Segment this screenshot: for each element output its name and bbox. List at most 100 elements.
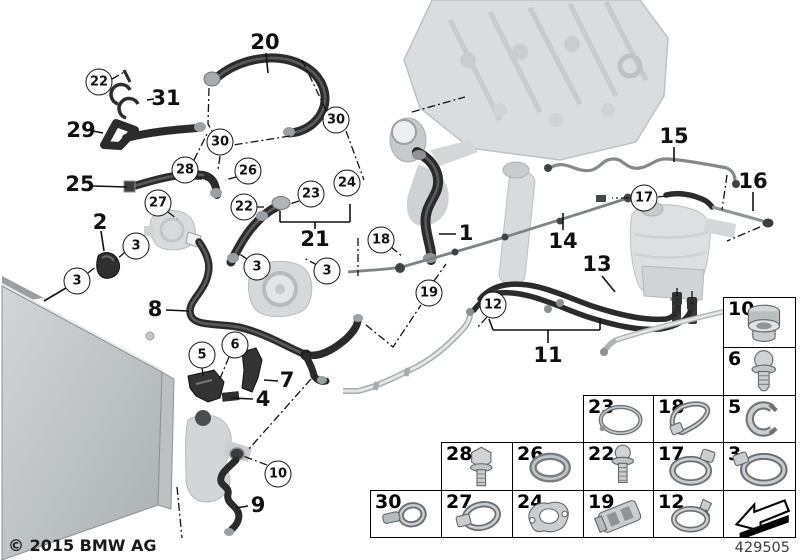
copyright-notice: © 2015 BMW AG: [8, 536, 157, 555]
arrow-bottom-left-icon: [735, 499, 790, 537]
hose-8: [185, 231, 363, 385]
callout-label-4[interactable]: 4: [255, 387, 271, 411]
callout-label-14[interactable]: 14: [548, 229, 578, 253]
oring-thin-icon: [584, 396, 653, 442]
callout-circle-22[interactable]: 22: [85, 68, 113, 96]
callout-circle-3[interactable]: 3: [313, 257, 341, 285]
bracket-7: [241, 347, 263, 393]
grid-cell-number: 28: [446, 443, 473, 465]
hose-17-pipe-16: [596, 190, 774, 228]
callout-circle-30[interactable]: 30: [206, 128, 234, 156]
grid-cell-number: 6: [728, 348, 742, 370]
worm-clamp-angled-icon: [442, 491, 512, 537]
spring-clamp-icon: [371, 491, 441, 537]
hose-elbow-2: [96, 252, 121, 279]
callout-circle-6[interactable]: 6: [221, 331, 249, 359]
grid-cell-direction-arrow[interactable]: [723, 490, 796, 538]
callout-label-1[interactable]: 1: [458, 221, 474, 245]
label-lines: [43, 52, 754, 509]
callout-circle-18[interactable]: 18: [367, 226, 395, 254]
grid-cell-27[interactable]: 27: [441, 490, 513, 538]
callout-circle-3[interactable]: 3: [63, 267, 91, 295]
grid-cell-number: 22: [588, 443, 615, 465]
leader-lines: [87, 59, 761, 539]
callout-label-15[interactable]: 15: [659, 124, 689, 148]
document-number: 429505: [734, 540, 790, 556]
hose-9: [217, 447, 245, 536]
callout-label-7[interactable]: 7: [279, 368, 295, 392]
grid-cell-12[interactable]: 12: [653, 490, 724, 538]
callout-circle-17[interactable]: 17: [630, 184, 658, 212]
bracket-4: [221, 391, 240, 402]
hose-25: [123, 170, 222, 199]
hose-20: [203, 53, 330, 138]
callout-circle-5[interactable]: 5: [188, 341, 216, 369]
callout-circle-26[interactable]: 26: [234, 157, 262, 185]
grid-cell-26[interactable]: 26: [512, 442, 584, 491]
grid-cell-3[interactable]: 3: [723, 442, 796, 491]
callout-circle-28[interactable]: 28: [171, 156, 199, 184]
callout-circle-19[interactable]: 19: [415, 279, 443, 307]
callout-label-16[interactable]: 16: [738, 169, 768, 193]
callout-circle-12[interactable]: 12: [479, 291, 507, 319]
callout-label-29[interactable]: 29: [66, 118, 96, 142]
grid-cell-number: 30: [375, 491, 402, 513]
grid-cell-19[interactable]: 19: [583, 490, 654, 538]
grid-cell-number: 27: [446, 491, 473, 513]
callout-label-13[interactable]: 13: [582, 252, 612, 276]
band-clamp-icon: [654, 491, 723, 537]
grid-cell-number: 19: [588, 491, 615, 513]
grid-cell-18[interactable]: 18: [653, 395, 724, 443]
callout-label-25[interactable]: 25: [65, 172, 95, 196]
callout-circle-22[interactable]: 22: [230, 193, 258, 221]
grid-cell-30[interactable]: 30: [370, 490, 442, 538]
callout-label-20[interactable]: 20: [250, 30, 280, 54]
callout-label-8[interactable]: 8: [147, 297, 163, 321]
retaining-clips-31: [109, 69, 140, 120]
rivet-screw-icon: [751, 350, 777, 392]
callout-circle-24[interactable]: 24: [333, 169, 361, 197]
filler-tube: [498, 161, 536, 285]
grid-cell-17[interactable]: 17: [653, 442, 724, 491]
callout-circle-27[interactable]: 27: [144, 189, 172, 217]
worm-clamp-big-icon: [724, 443, 795, 490]
callout-circle-30[interactable]: 30: [322, 106, 350, 134]
vent-pipe-15: [544, 157, 740, 188]
callout-label-21[interactable]: 21: [300, 227, 330, 251]
grid-cell-24[interactable]: 24: [512, 490, 584, 538]
callout-circle-3[interactable]: 3: [243, 253, 271, 281]
engine-block: [403, 0, 669, 161]
thermostat-housing: [144, 210, 196, 251]
callout-circle-23[interactable]: 23: [297, 180, 325, 208]
hex-bolt-icon: [470, 446, 493, 487]
callout-circle-10[interactable]: 10: [264, 460, 292, 488]
oring-icon: [513, 443, 583, 490]
grid-cell-22[interactable]: 22: [583, 442, 654, 491]
worm-clamp-icon: [654, 443, 723, 490]
callout-label-11[interactable]: 11: [533, 343, 563, 367]
callout-circle-3[interactable]: 3: [122, 232, 150, 260]
grid-cell-number: 5: [728, 396, 742, 418]
bracket-5: [187, 369, 225, 403]
grid-cell-number: 23: [588, 396, 615, 418]
grid-cell-23[interactable]: 23: [583, 395, 654, 443]
radiator: [1, 276, 175, 560]
grid-cell-number: 12: [658, 491, 685, 513]
grid-cell-5[interactable]: 5: [723, 395, 796, 443]
callout-label-2[interactable]: 2: [92, 210, 108, 234]
collar-bolt-icon: [611, 444, 634, 484]
vent-pipe-14: [347, 193, 633, 274]
hose-29: [100, 119, 206, 150]
spring-clip-icon: [724, 396, 795, 442]
tie-strap-icon: [654, 396, 723, 442]
callout-label-31[interactable]: 31: [151, 86, 181, 110]
grid-cell-28[interactable]: 28: [441, 442, 513, 491]
coupling-icon: [747, 304, 781, 342]
grid-cell-10[interactable]: 10: [723, 297, 796, 348]
hose-21: [226, 196, 291, 267]
gasket-icon: [528, 501, 569, 533]
grid-cell-6[interactable]: 6: [723, 347, 796, 396]
callout-label-9[interactable]: 9: [250, 493, 266, 517]
